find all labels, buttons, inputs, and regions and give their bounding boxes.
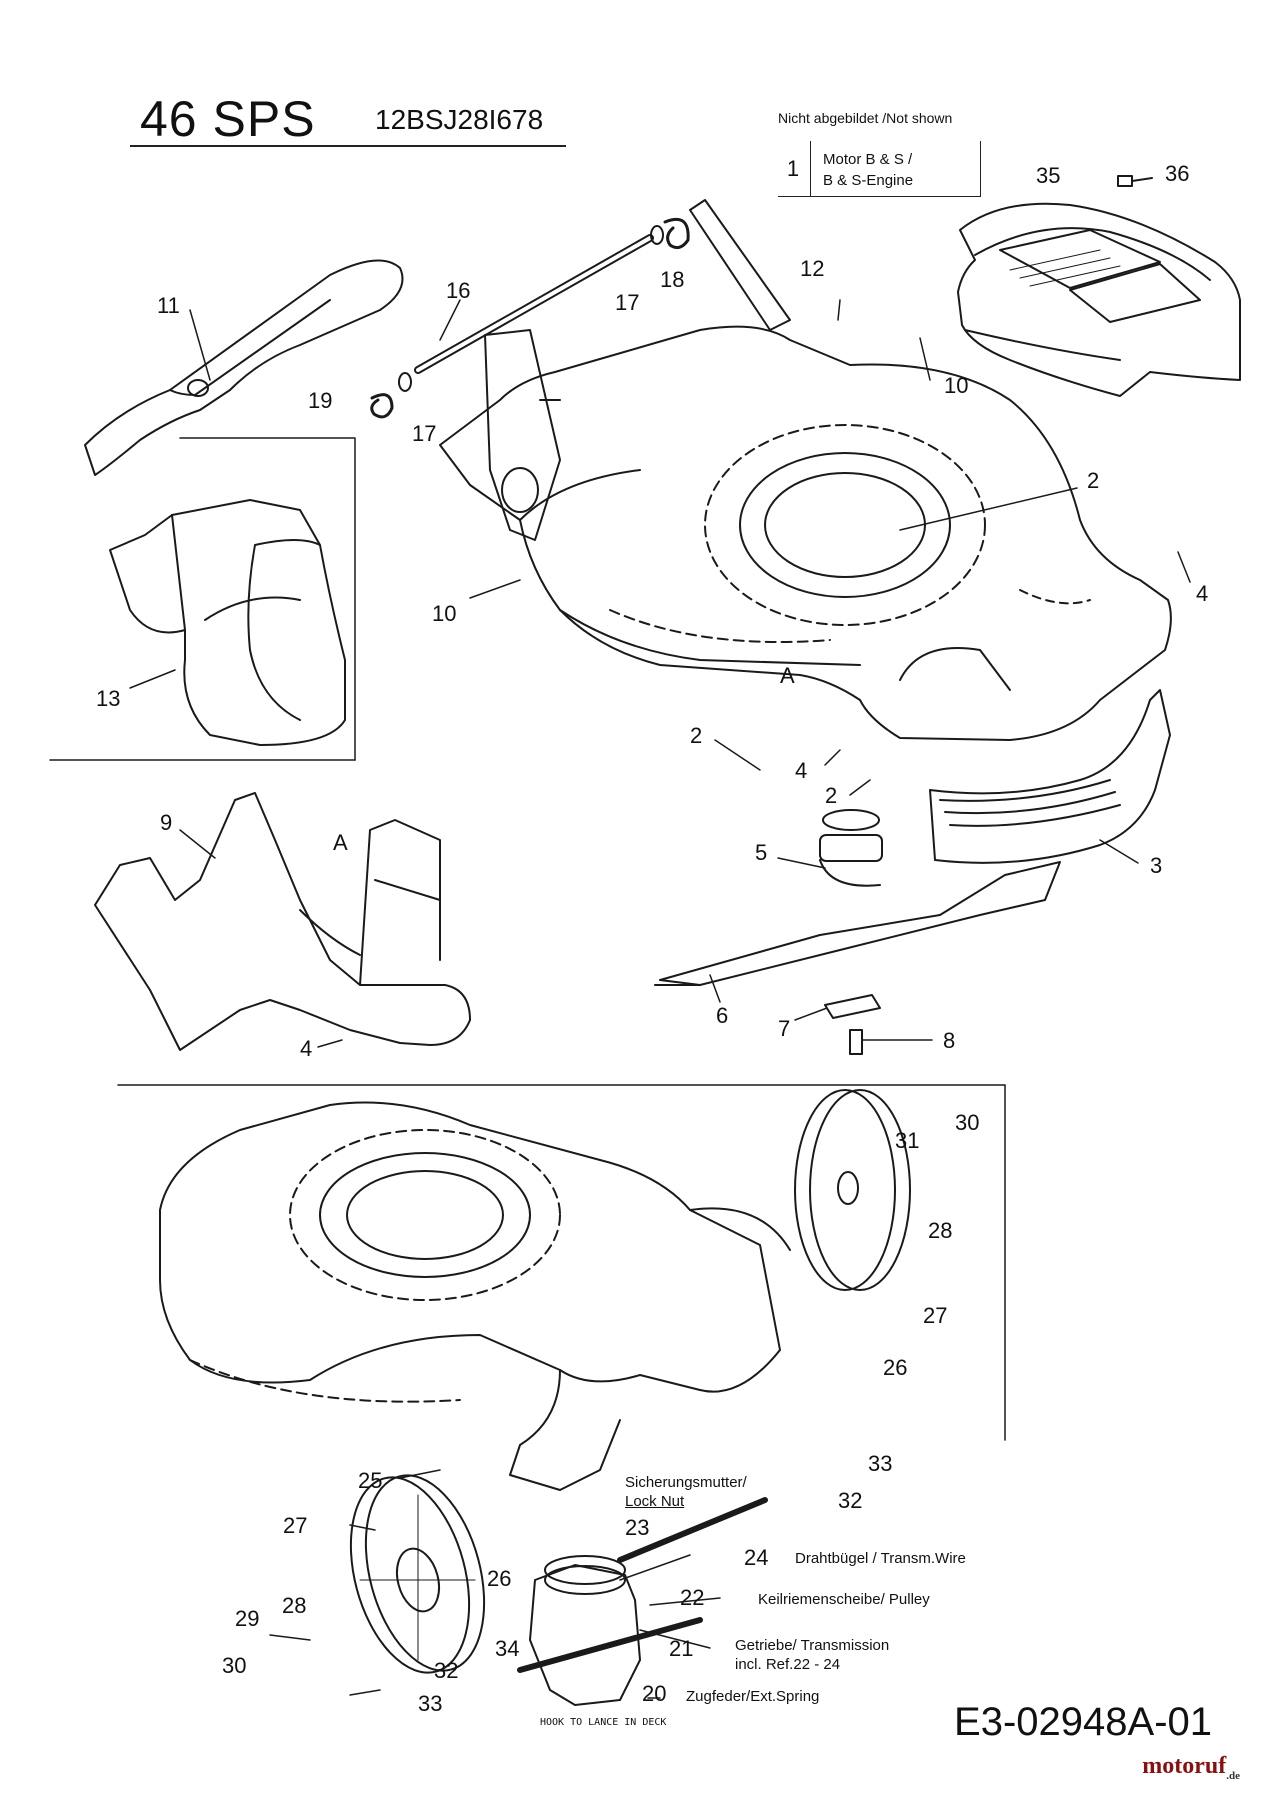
part-label-10: 10 xyxy=(432,601,457,626)
part-label-28: 28 xyxy=(928,1218,953,1243)
part-label-5: 5 xyxy=(755,840,768,865)
part-label-36: 36 xyxy=(1165,161,1190,186)
part-label-32: 32 xyxy=(434,1658,459,1683)
engine-label-line1: Motor B & S / xyxy=(823,151,913,168)
part-label-21: 21 xyxy=(669,1636,694,1661)
part-label-2: 2 xyxy=(825,783,838,808)
lock-nut-note-line2: Lock Nut xyxy=(625,1493,685,1510)
part-label-9: 9 xyxy=(160,810,173,835)
brand-name: motoruf xyxy=(1142,1753,1227,1780)
part-label-25: 25 xyxy=(358,1468,383,1493)
part-label-A: A xyxy=(780,663,795,688)
brand-logo: motoruf.de xyxy=(1142,1753,1240,1782)
grass-collector-drawing xyxy=(109,499,346,746)
blade-bolt-drawing xyxy=(824,994,881,1055)
lock-nut-note-line1: Sicherungsmutter/ xyxy=(625,1474,747,1491)
part-label-20: 20 xyxy=(642,1681,667,1706)
transmission-wire-note: Drahtbügel / Transm.Wire xyxy=(795,1550,966,1567)
part-label-23: 23 xyxy=(625,1515,650,1540)
part-label-34: 34 xyxy=(495,1636,520,1661)
part-label-17: 17 xyxy=(412,421,437,446)
wheel-right-drawing xyxy=(794,1089,911,1291)
section-frames xyxy=(49,437,1006,1441)
part-label-26: 26 xyxy=(883,1355,908,1380)
screw-36-drawing xyxy=(1117,175,1153,187)
part-label-19: 19 xyxy=(308,388,333,413)
part-label-27: 27 xyxy=(923,1303,948,1328)
part-label-7: 7 xyxy=(778,1016,791,1041)
part-label-32: 32 xyxy=(838,1488,863,1513)
part-label-28: 28 xyxy=(282,1593,307,1618)
transmission-note: Getriebe/ Transmission incl. Ref.22 - 24 xyxy=(735,1636,889,1674)
part-label-33: 33 xyxy=(418,1691,443,1716)
part-label-24: 24 xyxy=(744,1545,769,1570)
transmission-note-line2: incl. Ref.22 - 24 xyxy=(735,1656,841,1673)
part-label-2: 2 xyxy=(1087,468,1100,493)
engine-label-line2: B & S-Engine xyxy=(823,172,914,189)
side-discharge-drawing xyxy=(94,792,471,1051)
part-label-18: 18 xyxy=(660,267,685,292)
part-label-11: 11 xyxy=(157,293,180,318)
part-label-30: 30 xyxy=(222,1653,247,1678)
transmission-note-line1: Getriebe/ Transmission xyxy=(735,1637,890,1654)
leader-lines xyxy=(129,299,1191,1699)
pulley-note: Keilriemenscheibe/ Pulley xyxy=(758,1591,930,1608)
table-divider xyxy=(778,196,981,197)
part-label-3: 3 xyxy=(1150,853,1163,878)
part-label-35: 35 xyxy=(1036,163,1061,188)
part-label-2: 2 xyxy=(690,723,703,748)
table-divider xyxy=(980,141,981,197)
spring-note: Zugfeder/Ext.Spring xyxy=(686,1688,820,1705)
height-adjuster-drawing xyxy=(484,199,791,541)
title-underline xyxy=(130,145,566,147)
grass-bag-frame xyxy=(179,437,356,761)
part-label-6: 6 xyxy=(716,1003,729,1028)
wheel-left-drawing xyxy=(349,1474,486,1674)
part-label-29: 29 xyxy=(235,1606,260,1631)
transmission-drawing xyxy=(517,1497,768,1706)
lower-deck-drawing xyxy=(159,1101,791,1491)
part-label-27: 27 xyxy=(283,1513,308,1538)
mower-deck-drawing xyxy=(439,325,1172,741)
part-label-8: 8 xyxy=(943,1028,956,1053)
engine-cover-drawing xyxy=(957,202,1241,397)
part-label-33: 33 xyxy=(868,1451,893,1476)
not-shown-number: 1 xyxy=(786,156,800,181)
part-label-13: 13 xyxy=(96,686,121,711)
lock-nut-note: Sicherungsmutter/ Lock Nut xyxy=(625,1473,747,1511)
model-title: 46 SPS xyxy=(140,91,316,147)
not-shown-description: Motor B & S / B & S-Engine xyxy=(823,149,913,191)
document-number: E3-02948A-01 xyxy=(954,1700,1212,1744)
part-label-22: 22 xyxy=(680,1585,705,1610)
model-code: 12BSJ28I678 xyxy=(375,104,544,135)
front-trim-drawing xyxy=(929,689,1171,864)
part-label-4: 4 xyxy=(795,758,808,783)
part-label-30: 30 xyxy=(955,1110,980,1135)
part-label-31: 31 xyxy=(895,1128,920,1153)
part-label-17: 17 xyxy=(615,290,640,315)
part-label-16: 16 xyxy=(446,278,471,303)
table-divider xyxy=(810,141,811,197)
brand-suffix: .de xyxy=(1226,1770,1240,1782)
part-label-10: 10 xyxy=(944,373,969,398)
rear-axle-drawing xyxy=(370,217,690,419)
rear-flap-drawing xyxy=(84,259,404,476)
part-label-A: A xyxy=(333,830,348,855)
not-shown-table: 1 Motor B & S / B & S-Engine xyxy=(778,141,981,197)
blade-drawing xyxy=(654,809,1061,986)
part-label-4: 4 xyxy=(1196,581,1209,606)
part-label-26: 26 xyxy=(487,1566,512,1591)
part-label-12: 12 xyxy=(800,256,825,281)
not-shown-title: Nicht abgebildet /Not shown xyxy=(778,110,953,126)
hook-instruction: HOOK TO LANCE IN DECK xyxy=(540,1717,667,1728)
part-label-4: 4 xyxy=(300,1036,313,1061)
